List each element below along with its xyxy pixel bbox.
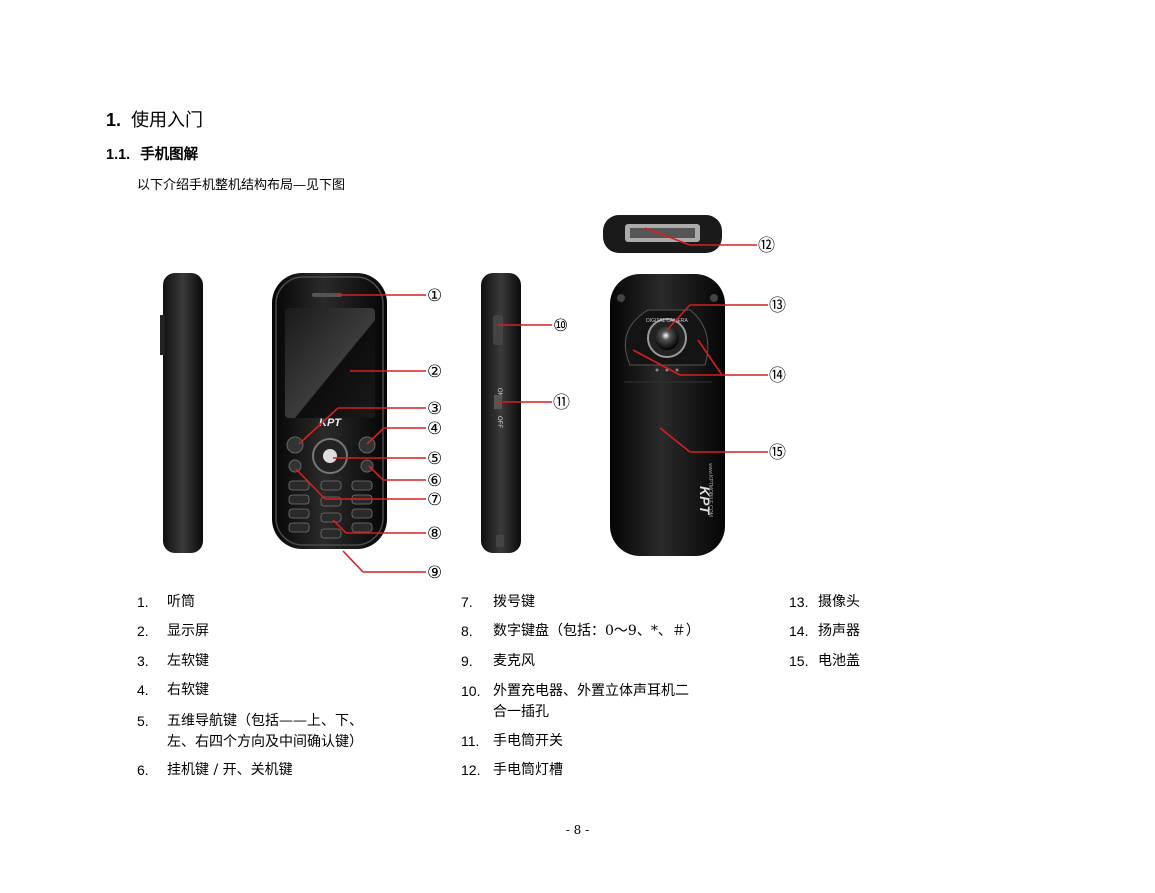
callout-13: ⑬ [769, 296, 786, 316]
section-heading: 1. 使用入门 [106, 106, 203, 132]
callout-15: ⑮ [769, 443, 786, 463]
page-number: - 8 - [565, 823, 590, 837]
back-website-text: www.KPTMOBILE.COM [707, 463, 713, 517]
phone-front-view: KPT [272, 273, 387, 549]
callout-9: ⑨ [427, 563, 442, 583]
subsection-heading: 1.1. 手机图解 [106, 143, 198, 164]
display-screen [285, 308, 375, 418]
back-brand-logo: KPT [697, 486, 713, 515]
callout-12: ⑫ [758, 236, 775, 256]
subsection-number: 1.1. [106, 147, 131, 163]
switch-off-label: OFF [496, 416, 502, 428]
subsection-title: 手机图解 [140, 147, 199, 163]
callout-8: ⑧ [427, 524, 442, 544]
switch-on-label: ON [496, 388, 502, 397]
callout-14: ⑭ [769, 366, 786, 386]
earpiece [312, 293, 342, 297]
callout-lines [295, 227, 768, 573]
section-title: 使用入门 [131, 110, 204, 131]
callout-11: ⑪ [553, 393, 570, 413]
callout-3: ③ [427, 399, 442, 419]
phone-right-side-view: ON OFF [481, 273, 521, 553]
phone-diagram: KPT ON OFF DIGITAL CAMERA [160, 215, 786, 583]
intro-text: 以下介绍手机整机结构布局—见下图 [137, 178, 346, 193]
callout-7: ⑦ [427, 490, 442, 510]
callout-2: ② [427, 362, 442, 382]
section-number: 1. [106, 110, 122, 130]
phone-left-side-view [160, 273, 203, 553]
camera-label: DIGITAL CAMERA [646, 318, 688, 324]
phone-back-view: DIGITAL CAMERA KPT www.KPTMOBILE.COM [610, 274, 725, 556]
callout-10: ⑩ [553, 316, 568, 336]
callout-1: ① [427, 286, 442, 306]
callout-6: ⑥ [427, 471, 442, 491]
callout-5: ⑤ [427, 449, 442, 469]
callout-4: ④ [427, 419, 442, 439]
